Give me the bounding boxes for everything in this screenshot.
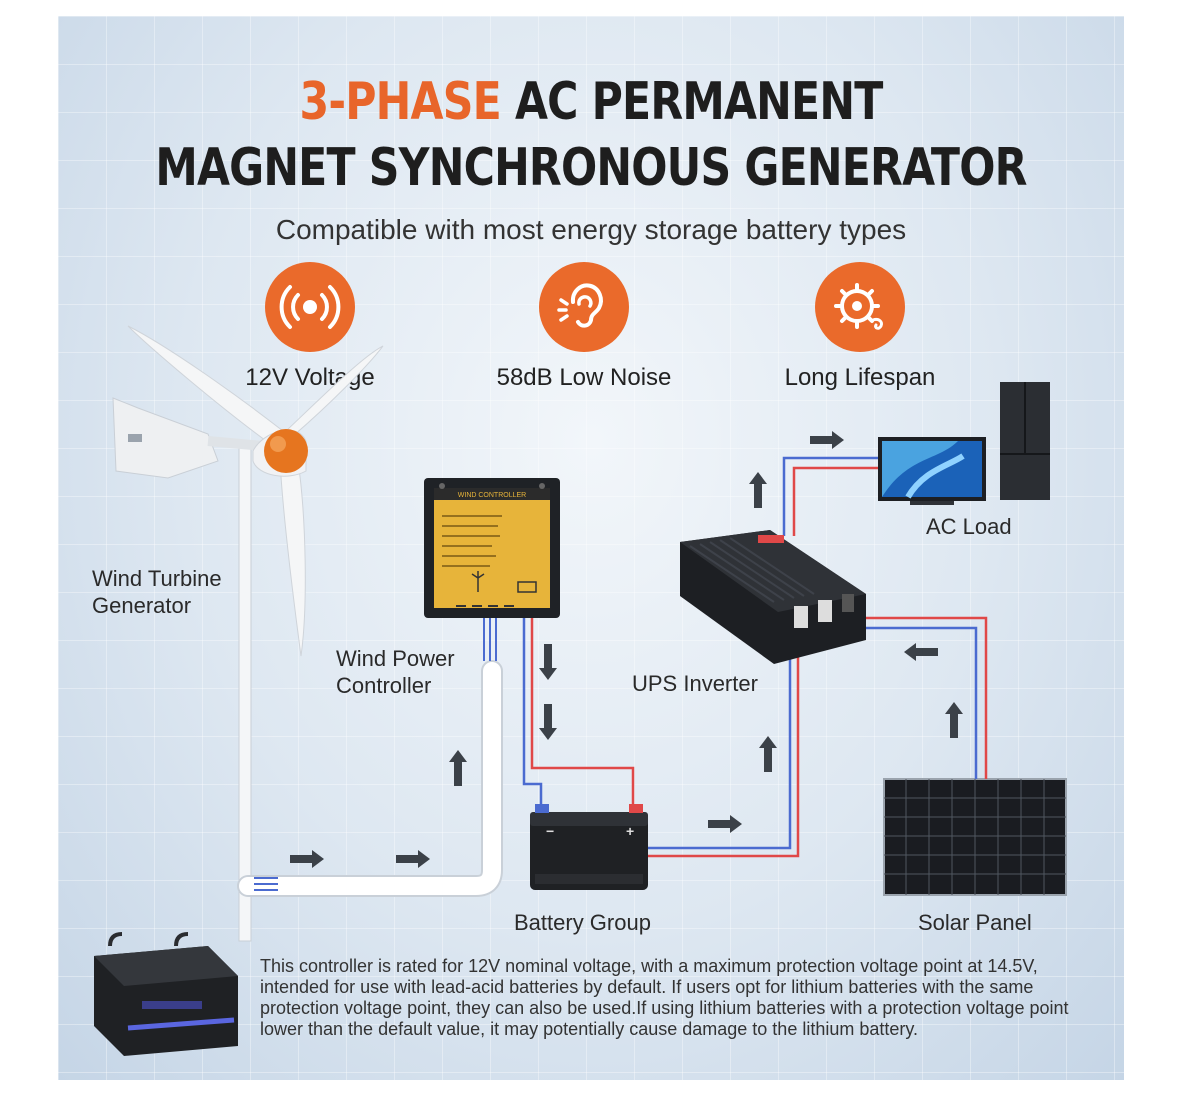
subtitle: Compatible with most energy storage batt… [275, 214, 907, 245]
system-diagram: WIND CONTROLLER − + [94, 325, 1067, 1056]
solar-panel [883, 778, 1067, 896]
svg-text:−: − [546, 823, 554, 839]
diagram-panel: 3-PHASE AC PERMANENT MAGNET SYNCHRONOUS … [58, 16, 1124, 1080]
title-highlight: 3-PHASE [299, 72, 502, 132]
wind-power-controller: WIND CONTROLLER [424, 478, 560, 618]
ups-inverter [680, 530, 866, 664]
gear-icon [815, 262, 905, 352]
battery-group: − + [530, 804, 648, 890]
label-ups-inverter: UPS Inverter [632, 671, 758, 696]
title-line-1-rest: AC PERMANENT [500, 72, 883, 132]
label-solar-panel: Solar Panel [918, 910, 1032, 935]
svg-text:+: + [626, 823, 634, 839]
flow-arrows [290, 431, 963, 868]
turbine-cable [237, 660, 503, 897]
label-ac-load: AC Load [926, 514, 1012, 539]
ear-icon [539, 262, 629, 352]
feature-label-noise: 58dB Low Noise [496, 364, 672, 391]
label-battery-group: Battery Group [514, 910, 651, 935]
controller-face-text: WIND CONTROLLER [458, 492, 526, 499]
background-grid [58, 16, 1124, 1080]
title-line-2: MAGNET SYNCHRONOUS GENERATOR [155, 138, 1027, 198]
battery-compatibility-note: This controller is rated for 12V nominal… [260, 956, 1069, 1039]
ac-load [878, 382, 1050, 505]
lithium-battery [94, 932, 238, 1056]
vibration-icon [265, 262, 355, 352]
label-wind-turbine: Wind Turbine Generator [92, 566, 222, 618]
feature-label-lifespan: Long Lifespan [784, 364, 936, 391]
title-line-1: 3-PHASE AC PERMANENT [154, 72, 1028, 132]
label-wind-power-controller: Wind Power Controller [336, 646, 455, 698]
wind-turbine [112, 325, 384, 942]
